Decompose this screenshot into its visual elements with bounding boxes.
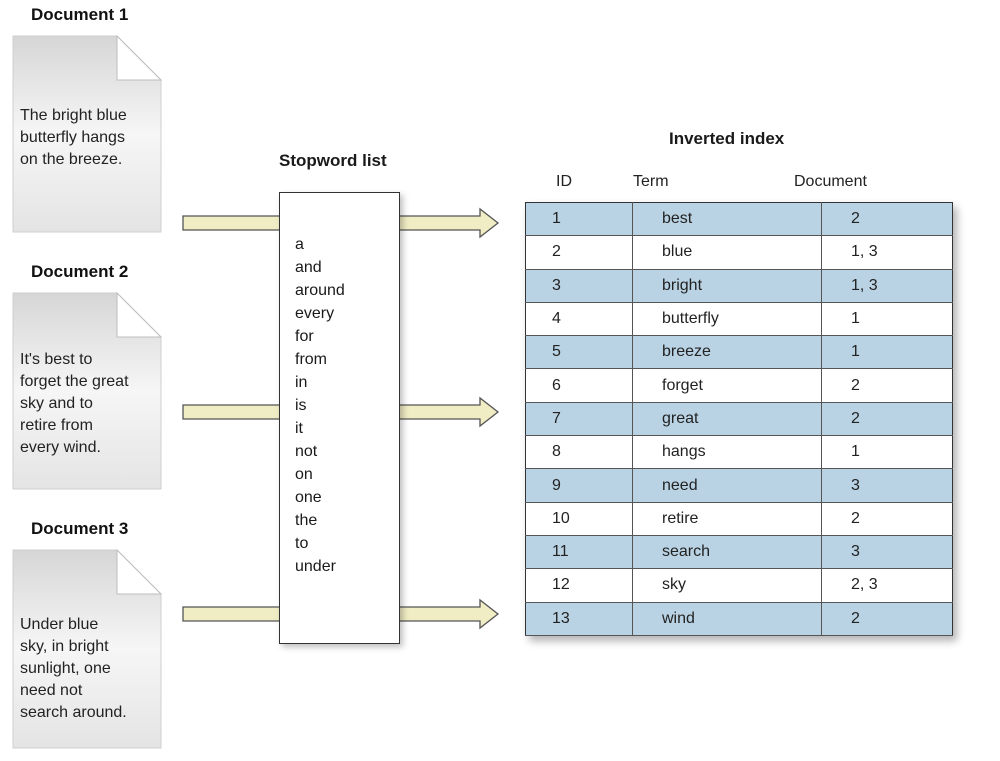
cell-term: forget	[632, 368, 822, 403]
stopword-item: it	[295, 420, 303, 437]
document-2-title: Document 2	[31, 262, 129, 281]
stopword-item: not	[295, 443, 318, 460]
column-header-term: Term	[633, 173, 669, 190]
document-2-line: retire from	[20, 417, 93, 434]
cell-document: 2	[821, 368, 953, 403]
cell-term: bright	[632, 269, 822, 303]
stopword-list-title: Stopword list	[279, 151, 387, 170]
cell-term: wind	[632, 602, 822, 636]
document-page-icon	[12, 292, 163, 490]
cell-id: 9	[525, 468, 633, 503]
stopword-item: the	[295, 512, 318, 529]
table-row: 7 great 2	[525, 402, 953, 437]
cell-document: 1	[821, 302, 953, 337]
stopword-item: a	[295, 236, 304, 253]
stopword-item: from	[295, 351, 327, 368]
table-row: 5 breeze 1	[525, 335, 953, 370]
cell-term: need	[632, 468, 822, 503]
table-row: 8 hangs 1	[525, 435, 953, 470]
cell-term: sky	[632, 568, 822, 603]
column-header-document: Document	[794, 173, 867, 190]
cell-id: 4	[525, 302, 633, 337]
document-2-line: forget the great	[20, 373, 129, 390]
stopword-item: around	[295, 282, 345, 299]
document-2-card: It's best to forget the great sky and to…	[12, 292, 163, 490]
stopword-item: one	[295, 489, 322, 506]
cell-document: 2	[821, 402, 953, 437]
table-row: 12 sky 2, 3	[525, 568, 953, 603]
cell-id: 2	[525, 235, 633, 270]
document-3-line: sunlight, one	[20, 660, 111, 677]
cell-id: 7	[525, 402, 633, 437]
table-row: 13 wind 2	[525, 602, 953, 636]
document-1-title: Document 1	[31, 5, 129, 24]
document-3-title: Document 3	[31, 519, 129, 538]
cell-term: best	[632, 202, 822, 237]
document-1-line: butterfly hangs	[20, 129, 125, 146]
stopword-item: in	[295, 374, 308, 391]
cell-term: breeze	[632, 335, 822, 370]
stopword-item: is	[295, 397, 307, 414]
cell-term: blue	[632, 235, 822, 270]
table-row: 10 retire 2	[525, 502, 953, 536]
cell-document: 1	[821, 435, 953, 470]
cell-id: 5	[525, 335, 633, 370]
document-3-line: need not	[20, 682, 83, 699]
cell-term: search	[632, 535, 822, 570]
stopword-item: on	[295, 466, 313, 483]
stopword-item: under	[295, 558, 336, 575]
cell-document: 2	[821, 602, 953, 636]
table-row: 1 best 2	[525, 202, 953, 237]
document-page-icon	[12, 35, 163, 233]
cell-id: 13	[525, 602, 633, 636]
document-1-line: on the breeze.	[20, 151, 123, 168]
cell-id: 6	[525, 368, 633, 403]
document-3-line: sky, in bright	[20, 638, 109, 655]
cell-document: 1, 3	[821, 235, 953, 270]
table-row: 2 blue 1, 3	[525, 235, 953, 270]
document-3-line: search around.	[20, 704, 127, 721]
inverted-index-table: 1 best 2 2 blue 1, 3 3 bright 1, 3 4 but…	[525, 202, 953, 636]
cell-term: butterfly	[632, 302, 822, 337]
cell-document: 1	[821, 335, 953, 370]
cell-id: 10	[525, 502, 633, 536]
cell-document: 2	[821, 202, 953, 237]
table-row: 9 need 3	[525, 468, 953, 503]
document-3-line: Under blue	[20, 616, 99, 633]
stopword-item: to	[295, 535, 309, 552]
table-row: 11 search 3	[525, 535, 953, 570]
document-2-line: It's best to	[20, 351, 93, 368]
document-3-card: Under blue sky, in bright sunlight, one …	[12, 549, 163, 749]
column-header-id: ID	[556, 173, 572, 190]
stopword-list: a and around every for from in is it not…	[295, 233, 345, 578]
document-2-line: every wind.	[20, 439, 101, 456]
cell-document: 2, 3	[821, 568, 953, 603]
cell-document: 2	[821, 502, 953, 536]
inverted-index-title: Inverted index	[669, 129, 785, 148]
stopword-item: every	[295, 305, 335, 322]
stopword-item: and	[295, 259, 322, 276]
stopword-item: for	[295, 328, 314, 345]
table-row: 4 butterfly 1	[525, 302, 953, 337]
document-1-card: The bright blue butterfly hangs on the b…	[12, 35, 163, 233]
cell-document: 3	[821, 535, 953, 570]
cell-id: 8	[525, 435, 633, 470]
stopword-list-box: a and around every for from in is it not…	[279, 192, 400, 644]
document-page-icon	[12, 549, 163, 749]
cell-document: 1, 3	[821, 269, 953, 303]
document-1-line: The bright blue	[20, 107, 127, 124]
cell-term: retire	[632, 502, 822, 536]
cell-term: great	[632, 402, 822, 437]
cell-term: hangs	[632, 435, 822, 470]
table-row: 3 bright 1, 3	[525, 269, 953, 303]
cell-document: 3	[821, 468, 953, 503]
cell-id: 3	[525, 269, 633, 303]
cell-id: 1	[525, 202, 633, 237]
cell-id: 12	[525, 568, 633, 603]
document-2-line: sky and to	[20, 395, 93, 412]
cell-id: 11	[525, 535, 633, 570]
table-row: 6 forget 2	[525, 368, 953, 403]
